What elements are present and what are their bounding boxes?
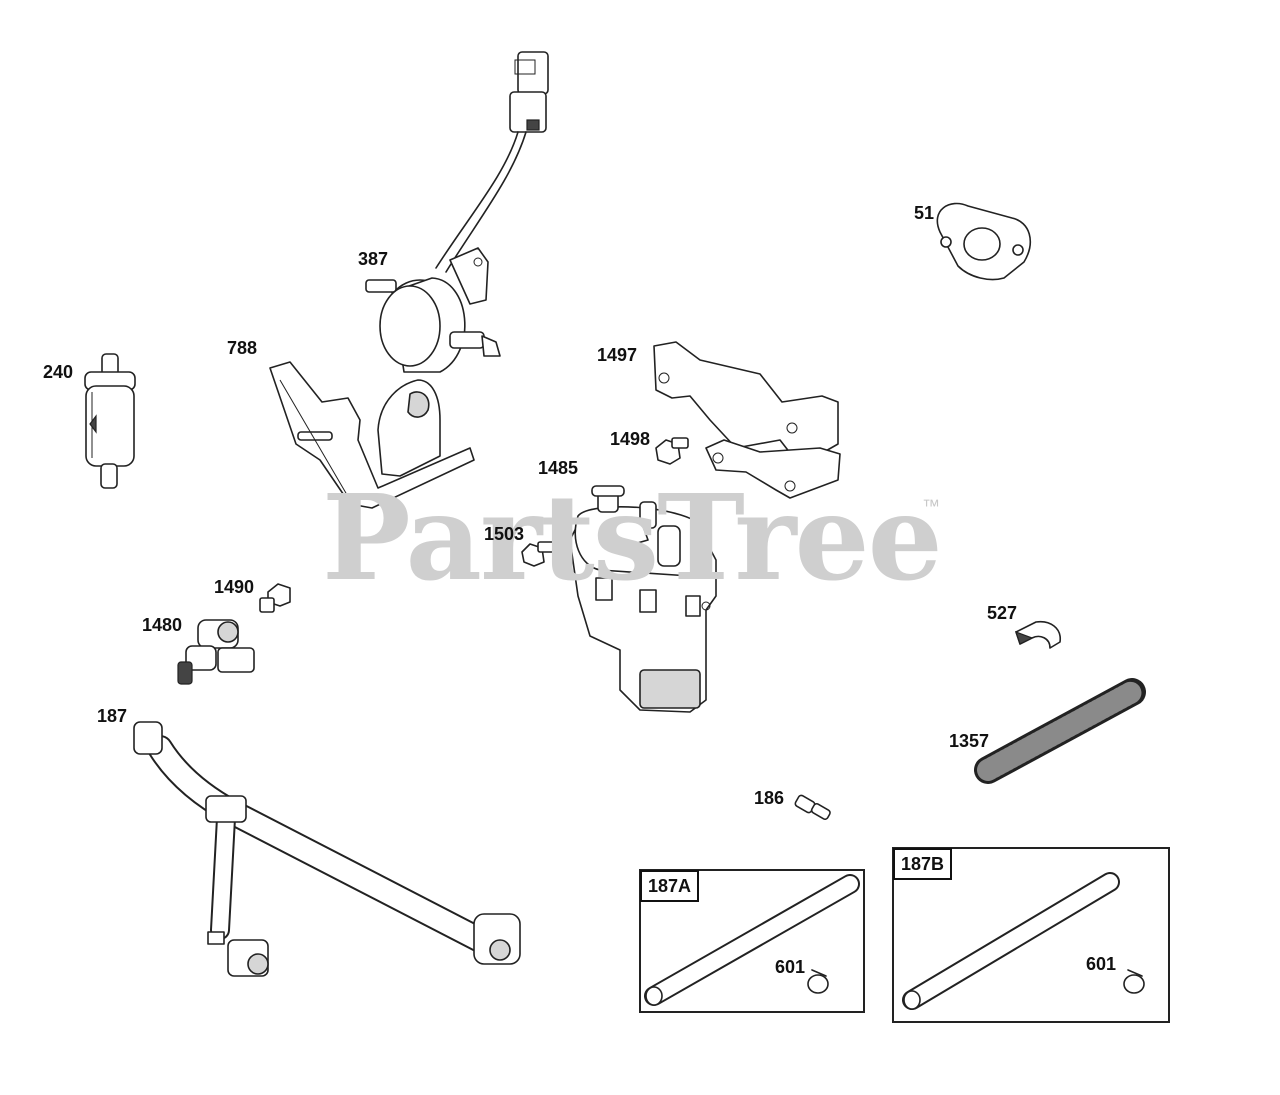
part-label-186[interactable]: 186	[754, 788, 785, 808]
part-label-788[interactable]: 788	[227, 338, 258, 358]
part-label-51[interactable]: 51	[914, 203, 935, 223]
watermark-trademark: ™	[922, 496, 940, 516]
clip-527-drawing	[1015, 620, 1061, 649]
bolt-1490-drawing	[259, 583, 291, 613]
fuel-module-drawing	[569, 485, 717, 713]
part-label-1480[interactable]: 1480	[142, 615, 183, 635]
part-label-187[interactable]: 187	[97, 706, 128, 726]
kit-tag-187B[interactable]: 187B	[893, 848, 953, 880]
part-label-527[interactable]: 527	[987, 603, 1018, 623]
kit-187A-drawing	[639, 869, 865, 1013]
part-label-1357[interactable]: 1357	[949, 731, 990, 751]
part-label-1497[interactable]: 1497	[597, 345, 638, 365]
bolt-1498-drawing	[655, 437, 689, 465]
part-label-1498[interactable]: 1498	[610, 429, 651, 449]
bracket-1497-drawing	[653, 341, 841, 499]
part-label-240[interactable]: 240	[43, 362, 74, 382]
part-label-1503[interactable]: 1503	[484, 524, 525, 544]
kit-187B-child-label[interactable]: 601	[1086, 954, 1117, 974]
kit-187A-child-label[interactable]: 601	[775, 957, 806, 977]
connector-186-drawing	[794, 794, 831, 821]
injector-drawing	[177, 619, 255, 685]
spring-hose-drawing	[974, 678, 1146, 784]
part-label-387[interactable]: 387	[358, 249, 389, 269]
fuel-pump-drawing	[365, 51, 549, 373]
fuel-line-187-drawing	[133, 721, 521, 977]
kit-187B-drawing	[892, 847, 1170, 1023]
screw-1503-drawing	[521, 541, 557, 567]
watermark-text: PartsTree	[322, 468, 943, 607]
part-label-1490[interactable]: 1490	[214, 577, 255, 597]
gasket-drawing	[936, 202, 1032, 281]
fuel-filter-drawing	[84, 353, 136, 489]
kit-tag-187A[interactable]: 187A	[640, 870, 700, 902]
part-label-1485[interactable]: 1485	[538, 458, 579, 478]
bracket-788-drawing	[269, 361, 475, 509]
